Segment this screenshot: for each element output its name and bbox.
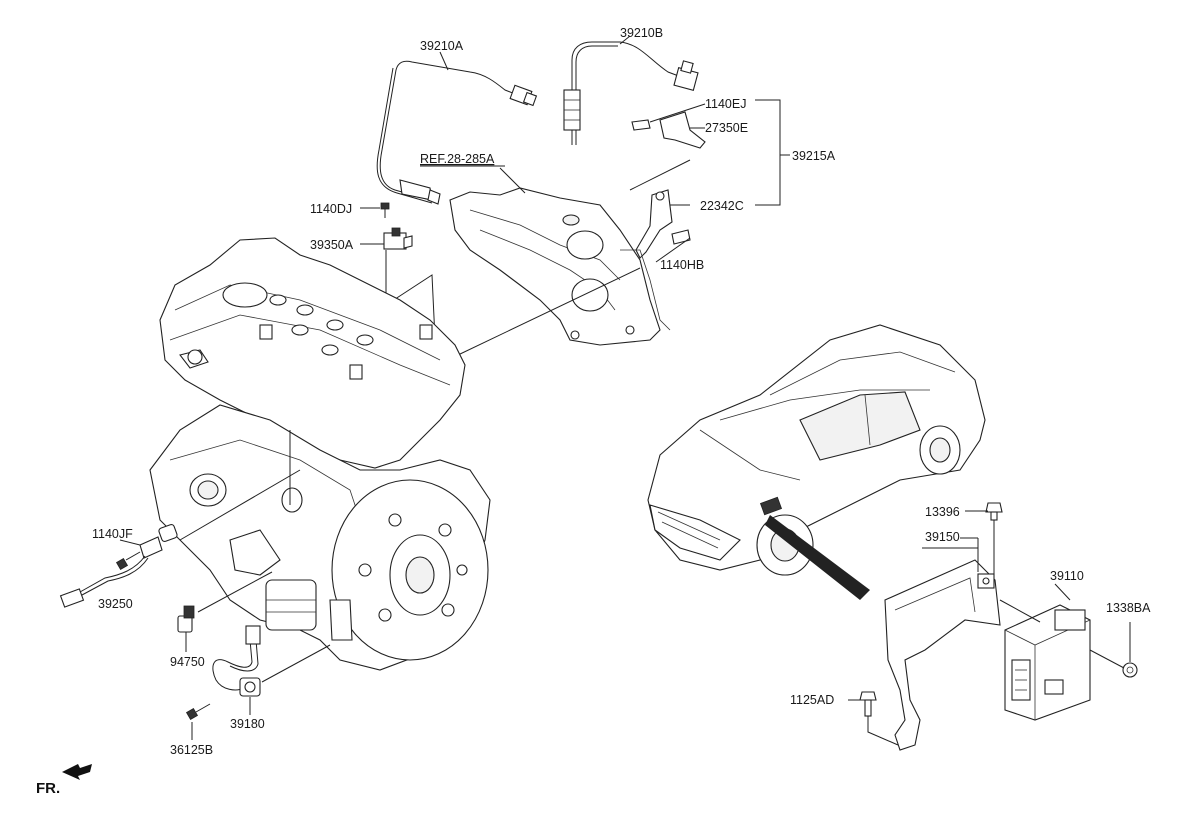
callout-13396: 13396 (925, 505, 960, 519)
crankshaft-position-sensor[interactable] (212, 625, 261, 697)
callout-39150: 39150 (925, 530, 960, 544)
callout-39210B: 39210B (620, 26, 663, 40)
callout-1140EJ: 1140EJ (705, 97, 746, 111)
callout-39110: 39110 (1050, 569, 1084, 583)
oxygen-sensor-downstream[interactable] (563, 41, 699, 145)
callout-ref-28-285A[interactable]: REF.28-285A (420, 152, 495, 166)
callout-39250: 39250 (98, 597, 133, 611)
sensor-bracket-assembly[interactable] (631, 111, 706, 259)
callout-1125AD: 1125AD (790, 693, 834, 707)
ecu-bracket[interactable] (884, 559, 1001, 751)
oxygen-sensor-upstream[interactable] (376, 60, 538, 205)
callout-22342C: 22342C (700, 199, 744, 213)
callout-1338BA: 1338BA (1106, 601, 1151, 615)
camshaft-position-sensor[interactable] (383, 227, 413, 250)
callout-1140JF: 1140JF (92, 527, 133, 541)
nut-1338BA[interactable] (1122, 662, 1138, 678)
callout-39215A: 39215A (792, 149, 836, 163)
vehicle-illustration (647, 324, 986, 600)
callout-39180: 39180 (230, 717, 265, 731)
exhaust-manifold[interactable] (449, 187, 671, 346)
knock-sensor[interactable] (59, 523, 178, 608)
engine-assembly (149, 237, 491, 671)
engine-control-unit[interactable] (1004, 604, 1091, 721)
callout-39210A: 39210A (420, 39, 464, 53)
bolt-13396[interactable] (985, 502, 1003, 521)
oil-pressure-switch[interactable] (177, 605, 195, 633)
callout-94750: 94750 (170, 655, 205, 669)
front-label: FR. (36, 780, 60, 797)
callout-36125B: 36125B (170, 743, 213, 757)
bolt-1140JF[interactable] (115, 551, 141, 571)
front-direction-arrow-icon (62, 764, 92, 780)
callout-27350E: 27350E (705, 121, 748, 135)
bolt-1140DJ[interactable] (380, 202, 390, 218)
callout-1140HB: 1140HB (660, 258, 704, 272)
bolt-36125B[interactable] (185, 703, 211, 721)
bolt-1125AD[interactable] (859, 691, 877, 717)
callout-39350A: 39350A (310, 238, 354, 252)
callout-1140DJ: 1140DJ (310, 202, 352, 216)
